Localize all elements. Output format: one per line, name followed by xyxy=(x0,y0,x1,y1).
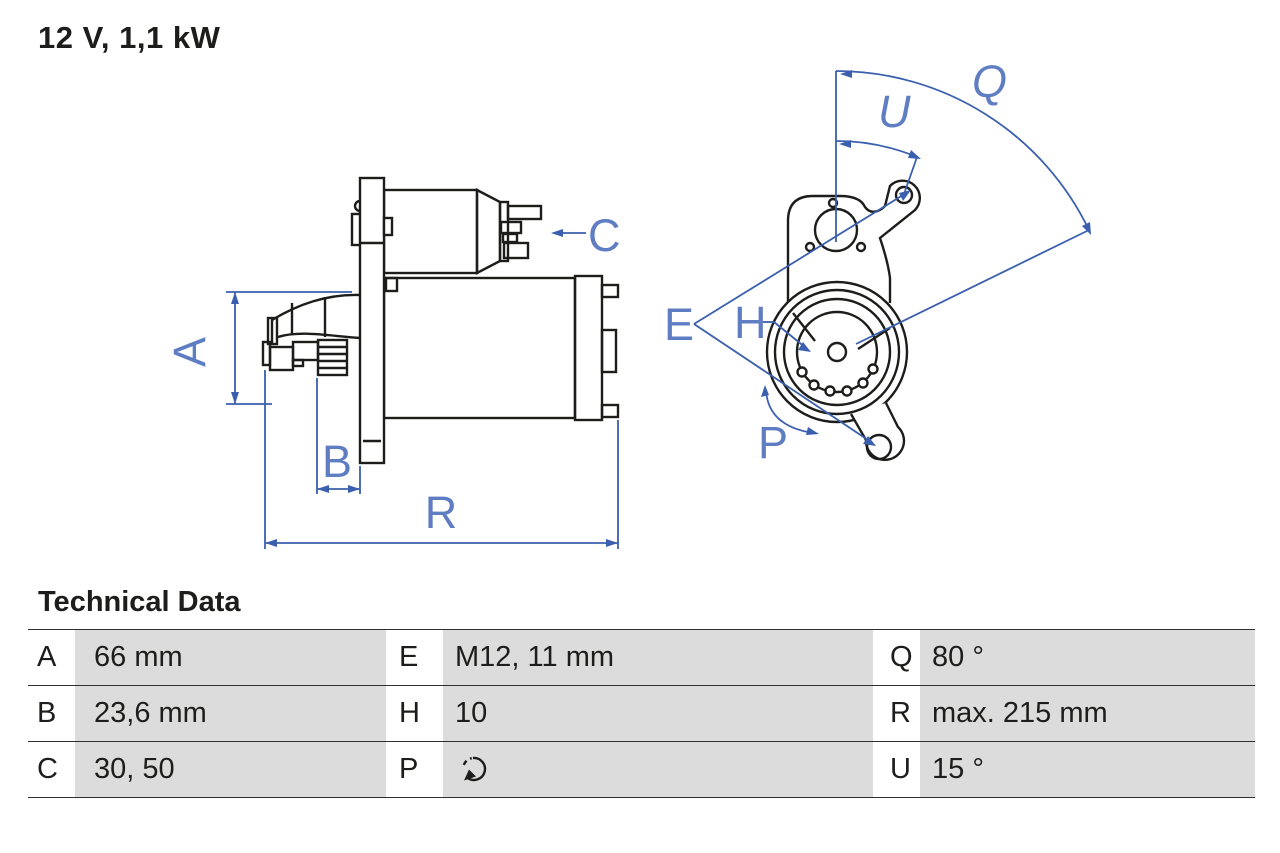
tech-value-a: 66 mm xyxy=(75,630,386,685)
dim-label-r: R xyxy=(425,487,458,538)
tech-key-q: Q xyxy=(873,630,920,685)
tech-key-e: E xyxy=(386,630,443,685)
starter-motor-diagram: A B C R xyxy=(164,56,1091,549)
technical-data-table: A 66 mm E M12, 11 mm Q 80 ° B 23,6 mm H … xyxy=(28,629,1255,798)
tech-key-h: H xyxy=(386,686,443,741)
tech-value-p xyxy=(443,742,873,797)
tech-key-p: P xyxy=(386,742,443,797)
tech-key-b: B xyxy=(28,686,75,741)
table-row: B 23,6 mm H 10 R max. 215 mm xyxy=(28,685,1255,741)
technical-data-heading: Technical Data xyxy=(38,586,241,618)
tech-value-c: 30, 50 xyxy=(75,742,386,797)
dim-label-p: P xyxy=(758,417,788,468)
gear-teeth xyxy=(796,363,879,397)
page-title: 12 V, 1,1 kW xyxy=(38,20,221,55)
upper-ear-hole xyxy=(894,185,914,205)
dim-label-b: B xyxy=(322,436,352,487)
solenoid-terminal-stud xyxy=(506,204,543,221)
tech-key-c: C xyxy=(28,742,75,797)
dim-label-a: A xyxy=(164,337,215,367)
side-view-dimensions xyxy=(226,232,619,549)
dim-label-c: C xyxy=(588,210,621,261)
dim-line-e-upper xyxy=(693,194,904,325)
tech-value-q: 80 ° xyxy=(920,630,1255,685)
pinion-gear xyxy=(316,338,349,377)
front-view-arrowheads xyxy=(761,70,1091,446)
dim-label-e: E xyxy=(664,299,694,350)
dim-arc-q xyxy=(835,70,1090,231)
table-row: C 30, 50 P U 15 ° xyxy=(28,741,1255,797)
dim-label-u: U xyxy=(878,86,911,137)
dim-label-h: H xyxy=(734,297,767,348)
motor-body xyxy=(382,276,577,420)
lower-ear-hole xyxy=(865,433,893,461)
dim-line-e-lower xyxy=(693,323,872,443)
rotation-direction-icon xyxy=(462,756,487,781)
tech-value-b: 23,6 mm xyxy=(75,686,386,741)
dim-arc-p xyxy=(765,389,814,434)
tech-value-h: 10 xyxy=(443,686,873,741)
dim-line-h xyxy=(773,321,807,349)
side-view-arrowheads xyxy=(231,229,618,547)
front-view-outline xyxy=(765,179,922,461)
tech-key-u: U xyxy=(873,742,920,797)
side-view-outline xyxy=(261,176,620,465)
tech-value-r: max. 215 mm xyxy=(920,686,1255,741)
tech-key-r: R xyxy=(873,686,920,741)
dim-label-q: Q xyxy=(972,56,1007,107)
drive-housing xyxy=(765,280,909,424)
technical-drawing: A B C R xyxy=(164,56,1091,549)
table-row: A 66 mm E M12, 11 mm Q 80 ° xyxy=(28,629,1255,685)
tech-value-u: 15 ° xyxy=(920,742,1255,797)
tech-value-e: M12, 11 mm xyxy=(443,630,873,685)
mounting-flange xyxy=(358,176,386,465)
tech-key-a: A xyxy=(28,630,75,685)
